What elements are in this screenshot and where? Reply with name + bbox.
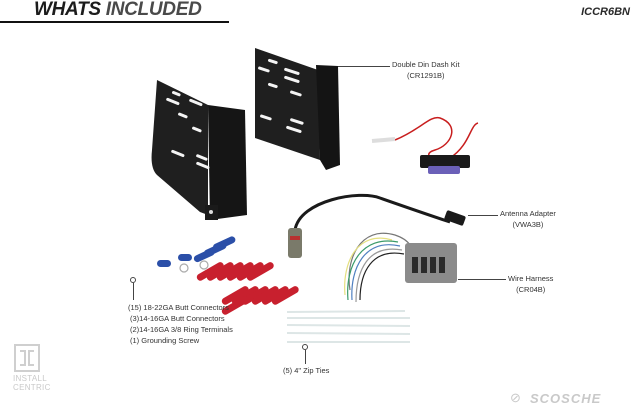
dash-kit-right-bracket-icon	[255, 48, 340, 170]
zip-ties-leader-line	[305, 350, 306, 364]
install-centric-line2: CENTRIC	[13, 383, 51, 392]
zip-ties-icon	[286, 310, 411, 343]
model-number: ICCR6BN	[581, 6, 630, 18]
dash-kit-left-bracket-icon	[151, 80, 247, 220]
harness-callout: Wire Harness (CR04B)	[508, 273, 553, 295]
dash-kit-part: (CR1291B)	[407, 71, 445, 80]
connectors-line-3: (2)14-16GA 3/8 Ring Terminals	[130, 325, 233, 334]
page-title: WHATS INCLUDED	[34, 0, 202, 21]
title-word-included: INCLUDED	[105, 0, 202, 20]
wire-harness-icon	[344, 232, 457, 303]
blue-connectors-icon	[157, 236, 236, 267]
title-underline	[0, 21, 229, 23]
antenna-name: Antenna Adapter	[500, 209, 556, 218]
antenna-callout: Antenna Adapter (VWA3B)	[500, 208, 556, 230]
connectors-anchor-dot	[130, 277, 136, 283]
scosche-logo-icon: ⊘	[510, 390, 521, 405]
zip-ties-anchor-dot	[302, 344, 308, 350]
ring-terminals-icon	[179, 260, 209, 273]
red-butt-connectors-icon	[196, 262, 299, 315]
antenna-leader-line	[468, 215, 498, 216]
harness-part: (CR04B)	[516, 285, 546, 294]
connectors-line-1: (15) 18-22GA Butt Connectors	[128, 303, 229, 312]
scosche-wordmark: SCOSCHE	[530, 391, 602, 406]
zip-ties-callout: (5) 4" Zip Ties	[283, 366, 330, 375]
install-centric-wordmark: INSTALL CENTRIC	[13, 374, 51, 392]
connectors-line-2: (3)14-16GA Butt Connectors	[130, 314, 225, 323]
title-word-whats: WHATS	[34, 0, 101, 20]
connectors-line-4: (1) Grounding Screw	[130, 336, 200, 345]
harness-leader-line	[458, 279, 506, 280]
install-centric-logo-icon	[14, 344, 40, 372]
harness-name: Wire Harness	[508, 274, 554, 283]
connectors-callout: (15) 18-22GA Butt Connectors (3)14-16GA …	[128, 302, 233, 346]
fuse-wire-icon	[371, 116, 479, 174]
install-centric-line1: INSTALL	[13, 374, 47, 383]
antenna-adapter-icon	[288, 193, 466, 258]
dash-kit-name: Double Din Dash Kit	[392, 60, 460, 69]
antenna-part: (VWA3B)	[512, 220, 544, 229]
connectors-leader-line	[133, 283, 134, 300]
dash-kit-callout: Double Din Dash Kit (CR1291B)	[392, 59, 460, 81]
dash-kit-leader-line	[338, 66, 390, 67]
